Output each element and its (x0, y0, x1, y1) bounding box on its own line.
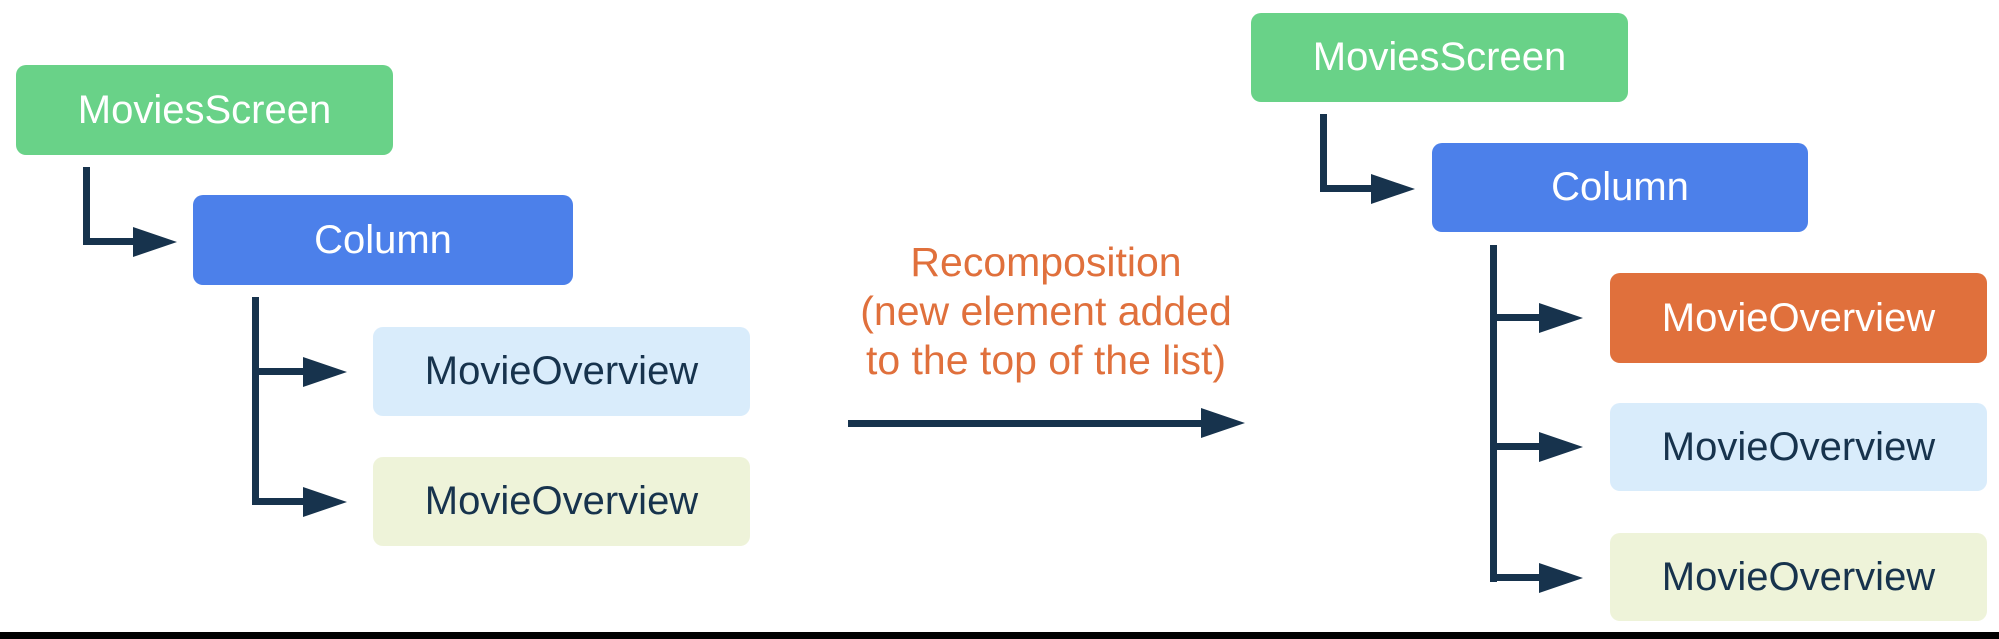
right-node-movieoverview-new: MovieOverview (1610, 273, 1987, 363)
left-node-movieoverview-2-label: MovieOverview (424, 479, 699, 523)
recomposition-label: Recomposition (new element added to the … (820, 238, 1272, 385)
right-node-movieoverview-2: MovieOverview (1610, 403, 1987, 491)
left-node-movieoverview-2: MovieOverview (373, 457, 750, 546)
recomposition-arrow-line (848, 420, 1203, 427)
right-connector-2-arrowhead-3-icon (1539, 563, 1583, 593)
recomposition-label-line1: Recomposition (910, 239, 1182, 285)
left-node-movieoverview-1: MovieOverview (373, 327, 750, 416)
left-connector-2-arrowhead-2-icon (303, 487, 347, 517)
recomposition-label-line3: to the top of the list) (865, 337, 1227, 383)
right-connector-2-vline (1490, 245, 1497, 582)
right-connector-1-vline (1320, 114, 1327, 192)
left-connector-2-arrowhead-1-icon (303, 357, 347, 387)
left-connector-1-vline (83, 167, 90, 245)
right-node-moviesscreen-label: MoviesScreen (1312, 35, 1567, 79)
left-connector-1-arrowhead-icon (133, 227, 177, 257)
right-connector-2-hline-3 (1490, 574, 1543, 581)
right-connector-1-hline (1320, 185, 1375, 192)
right-connector-2-arrowhead-1-icon (1539, 303, 1583, 333)
right-connector-2-hline-1 (1490, 314, 1543, 321)
right-node-column-label: Column (1551, 165, 1689, 209)
left-connector-1-hline (83, 238, 139, 245)
left-node-moviesscreen-label: MoviesScreen (77, 87, 332, 132)
left-node-column: Column (193, 195, 573, 285)
right-connector-2-arrowhead-2-icon (1539, 432, 1583, 462)
right-node-movieoverview-3-label: MovieOverview (1661, 554, 1936, 599)
right-node-movieoverview-3: MovieOverview (1610, 533, 1987, 621)
recomposition-label-line2: (new element added (860, 288, 1232, 334)
left-node-moviesscreen: MoviesScreen (16, 65, 393, 155)
left-connector-2-hline-1 (252, 368, 309, 375)
right-node-movieoverview-2-label: MovieOverview (1661, 424, 1936, 469)
right-connector-1-arrowhead-icon (1371, 174, 1415, 204)
right-node-moviesscreen: MoviesScreen (1251, 13, 1628, 102)
right-connector-2-hline-2 (1490, 443, 1543, 450)
recomposition-arrowhead-icon (1201, 408, 1245, 438)
left-connector-2-vline (252, 297, 259, 505)
right-node-movieoverview-new-label: MovieOverview (1661, 295, 1936, 340)
left-node-movieoverview-1-label: MovieOverview (424, 349, 699, 393)
left-node-column-label: Column (314, 217, 452, 262)
right-node-column: Column (1432, 143, 1808, 232)
bottom-border-bar (0, 632, 1999, 639)
left-connector-2-hline-2 (252, 498, 309, 505)
